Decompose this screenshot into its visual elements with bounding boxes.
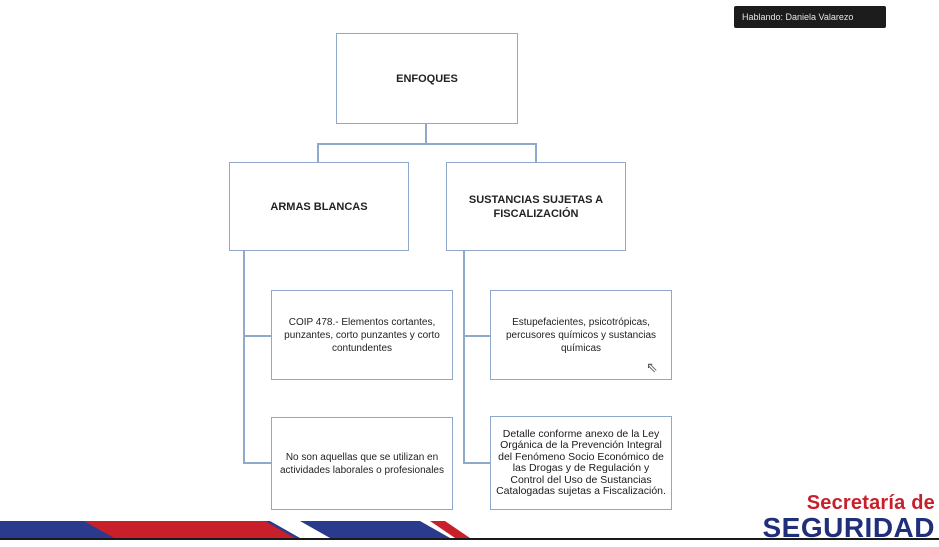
armas-child-coip-text: COIP 478.- Elementos cortantes, punzante… — [284, 316, 440, 354]
connector-left-down — [317, 143, 319, 162]
armas-child-coip: COIP 478.- Elementos cortantes, punzante… — [271, 290, 453, 380]
connector-armas-child2 — [243, 462, 271, 464]
brand-line-1: Secretaría de — [806, 492, 935, 514]
root-node: ENFOQUES — [336, 33, 518, 124]
sustancias-child-detalle-text: Detalle conforme anexo de la Ley Orgánic… — [496, 427, 666, 497]
branch-armas-blancas: ARMAS BLANCAS — [229, 162, 409, 251]
sustancias-child-tipos-text: Estupefacientes, psicotrópicas, percusor… — [505, 316, 657, 354]
connector-sustancias-child1 — [463, 335, 490, 337]
sustancias-child-tipos: Estupefacientes, psicotrópicas, percusor… — [490, 290, 672, 380]
branch-sustancias: SUSTANCIAS SUJETAS A FISCALIZACIÓN — [446, 162, 626, 251]
connector-root-down — [425, 124, 427, 144]
speaking-indicator: Hablando: Daniela Valarezo — [734, 6, 886, 28]
connector-horizontal — [318, 143, 537, 145]
armas-child-exclusion: No son aquellas que se utilizan en activ… — [271, 417, 453, 510]
armas-child-exclusion-text: No son aquellas que se utilizan en activ… — [280, 451, 444, 476]
branch-sustancias-label: SUSTANCIAS SUJETAS A FISCALIZACIÓN — [468, 193, 604, 220]
footer-rule — [0, 538, 939, 540]
connector-right-down — [535, 143, 537, 162]
sustancias-child-detalle: Detalle conforme anexo de la Ley Orgánic… — [490, 416, 672, 510]
connector-armas-child1 — [243, 335, 271, 337]
mouse-cursor-icon: ⇖ — [646, 359, 658, 375]
connector-sustancias-trunk — [463, 250, 465, 463]
root-node-label: ENFOQUES — [396, 72, 458, 85]
brand-line-2: SEGURIDAD — [762, 512, 935, 543]
branch-armas-blancas-label: ARMAS BLANCAS — [270, 200, 368, 213]
connector-sustancias-child2 — [463, 462, 490, 464]
connector-armas-trunk — [243, 250, 245, 463]
